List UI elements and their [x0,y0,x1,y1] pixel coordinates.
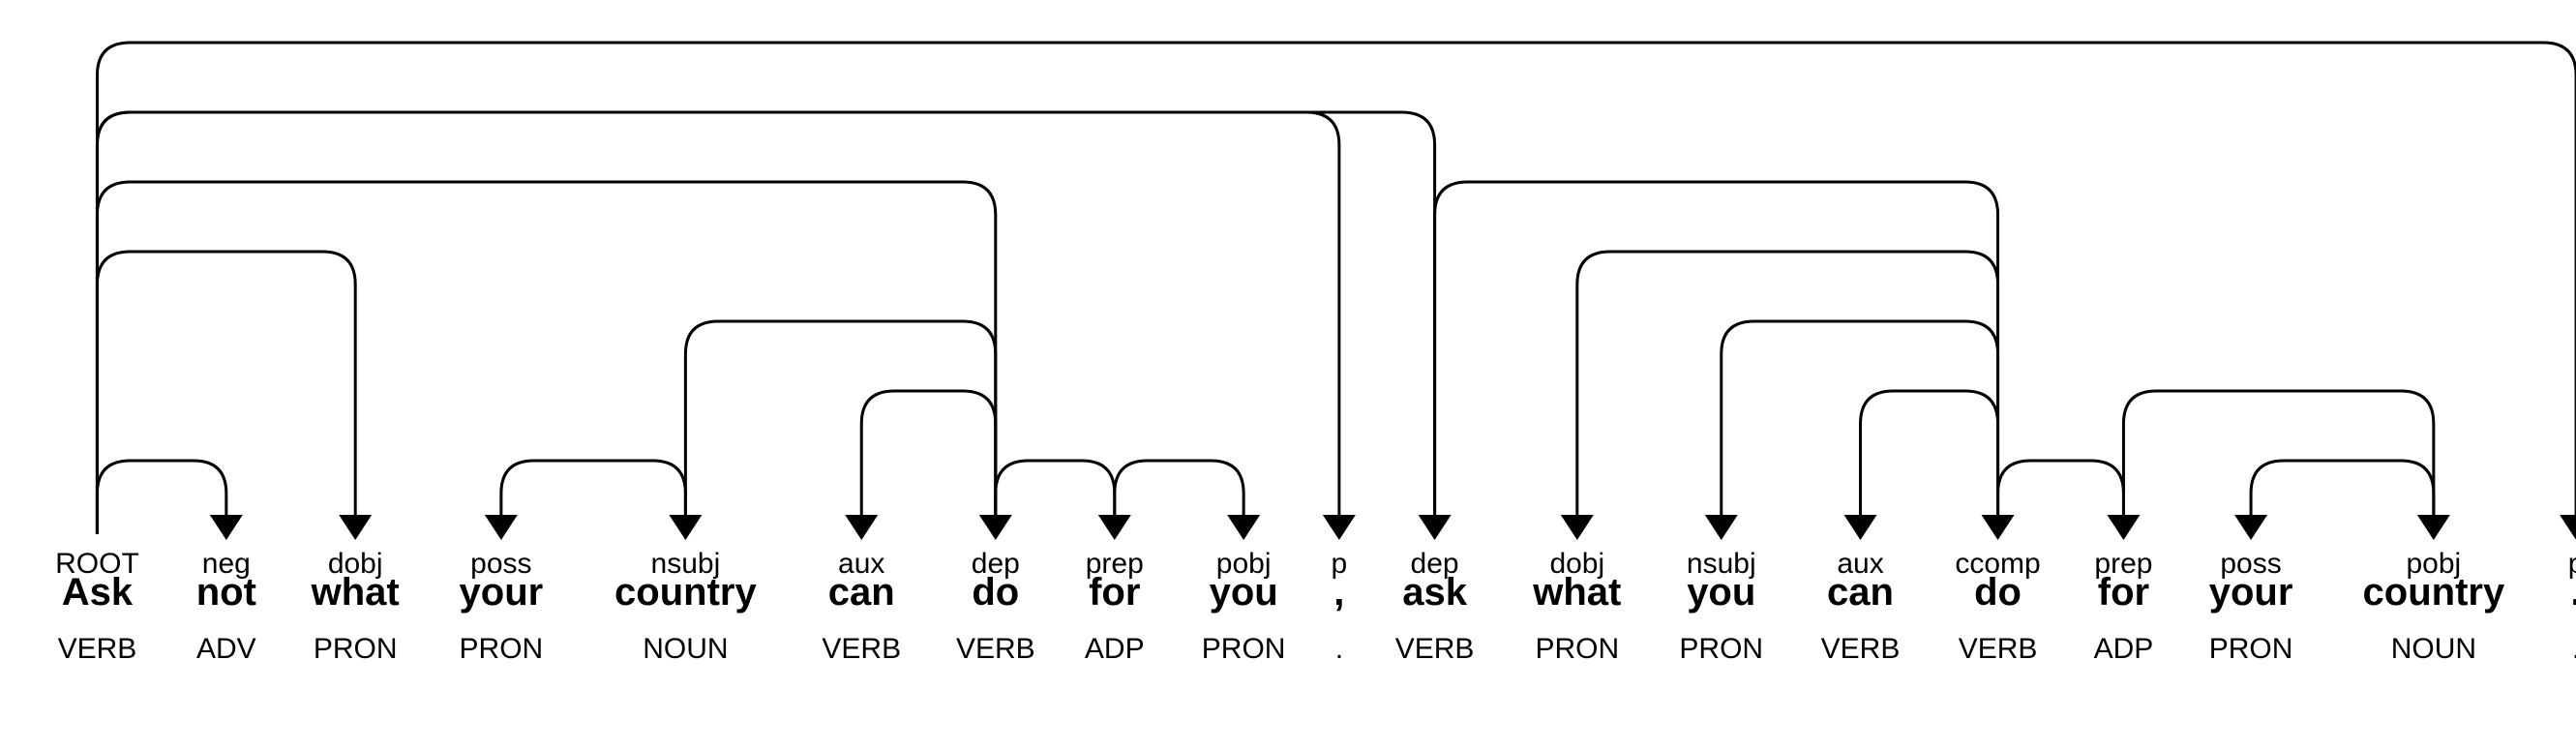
token-word-12[interactable]: you [1687,571,1755,614]
dep-label-9: p [1332,548,1348,580]
pos-tag-6: VERB [956,633,1035,665]
dep-label-10: dep [1411,548,1459,580]
pos-tag-5: VERB [822,633,901,665]
dep-arc-nsubj [1720,319,2000,534]
token-word-13[interactable]: can [1827,571,1894,614]
token-word-7[interactable]: for [1089,571,1140,614]
dep-arc-nsubj [683,319,998,534]
token-word-18[interactable]: . [2571,571,2576,614]
dep-label-4: nsubj [651,548,721,580]
dep-arc-dep [95,110,1437,534]
pos-tag-7: ADP [1085,633,1145,665]
pos-tag-4: NOUN [643,633,728,665]
dep-arc-prep [1996,459,2125,534]
token-layer: ROOTAskVERBnegnotADVdobjwhatPRONpossyour… [55,548,2576,665]
pos-tag-12: PRON [1679,633,1763,665]
dep-arc-dep [95,180,998,534]
pos-tag-3: PRON [460,633,544,665]
dep-arrowhead-aux [845,515,879,540]
dep-arc-pobj [1113,459,1245,534]
pos-tag-2: PRON [314,633,398,665]
dep-arrowhead-nsubj [1704,515,1738,540]
dep-label-7: prep [1086,548,1144,580]
dep-arrowhead-poss [484,515,518,540]
token-word-4[interactable]: country [614,571,757,614]
dep-arc-neg [95,459,228,534]
dep-arc-dobj [1575,250,2000,534]
dep-arc-poss [499,459,687,534]
dep-arrowhead-dobj [1560,515,1594,540]
dep-arrowhead-p [1322,515,1356,540]
dep-label-8: pobj [1216,548,1272,580]
pos-tag-14: VERB [1959,633,2038,665]
token-word-8[interactable]: you [1210,571,1278,614]
dep-arrowhead-pobj [2416,515,2450,540]
token-word-6[interactable]: do [972,571,1019,614]
pos-tag-18: . [2572,633,2576,665]
dep-arrowhead-p [2560,515,2576,540]
dep-arc-p [95,110,1341,534]
dep-arc-aux [1859,389,2000,534]
dep-label-16: poss [2220,548,2281,580]
token-word-16[interactable]: your [2209,571,2293,614]
dep-label-5: aux [838,548,884,580]
pos-tag-17: NOUN [2391,633,2476,665]
dep-arc-prep [994,459,1117,534]
dep-label-12: nsubj [1687,548,1756,580]
dep-arrowhead-nsubj [669,515,703,540]
pos-tag-1: ADV [196,633,256,665]
token-word-1[interactable]: not [196,571,256,614]
pos-tag-13: VERB [1821,633,1901,665]
token-word-2[interactable]: what [311,571,400,614]
dep-label-17: pobj [2407,548,2462,580]
dep-arc-p [95,41,2576,534]
dep-arc-aux [859,389,998,534]
dep-arrowhead-dobj [339,515,373,540]
dep-label-6: dep [972,548,1020,580]
pos-tag-10: VERB [1395,633,1475,665]
pos-tag-11: PRON [1535,633,1619,665]
pos-tag-0: VERB [58,633,137,665]
dep-label-0: ROOT [55,548,139,580]
dep-arrowhead-aux [1843,515,1877,540]
dep-label-15: prep [2094,548,2152,580]
dep-label-14: ccomp [1955,548,2040,580]
token-word-5[interactable]: can [828,571,895,614]
dep-arc-pobj [2121,389,2436,534]
pos-tag-16: PRON [2209,633,2293,665]
token-word-0[interactable]: Ask [62,571,134,614]
token-word-3[interactable]: your [460,571,544,614]
arc-layer [95,41,2576,540]
dep-arc-poss [2249,459,2436,534]
token-word-10[interactable]: ask [1402,571,1467,614]
token-word-9[interactable]: , [1333,571,1344,614]
dep-arc-dobj [95,250,357,534]
dep-label-1: neg [202,548,251,580]
dep-label-18: p [2568,548,2576,580]
dep-arrowhead-poss [2234,515,2268,540]
dep-label-11: dobj [1549,548,1604,580]
pos-tag-8: PRON [1202,633,1286,665]
dep-label-13: aux [1837,548,1883,580]
pos-tag-15: ADP [2094,633,2154,665]
pos-tag-9: . [1335,633,1343,665]
dep-arrowhead-pobj [1227,515,1261,540]
dep-arc-ccomp [1433,180,2000,534]
token-word-17[interactable]: country [2363,571,2505,614]
token-word-14[interactable]: do [1974,571,2022,614]
dep-label-3: poss [470,548,531,580]
token-word-11[interactable]: what [1532,571,1621,614]
dep-arrowhead-neg [209,515,243,540]
token-word-15[interactable]: for [2098,571,2149,614]
dep-label-2: dobj [328,548,383,580]
